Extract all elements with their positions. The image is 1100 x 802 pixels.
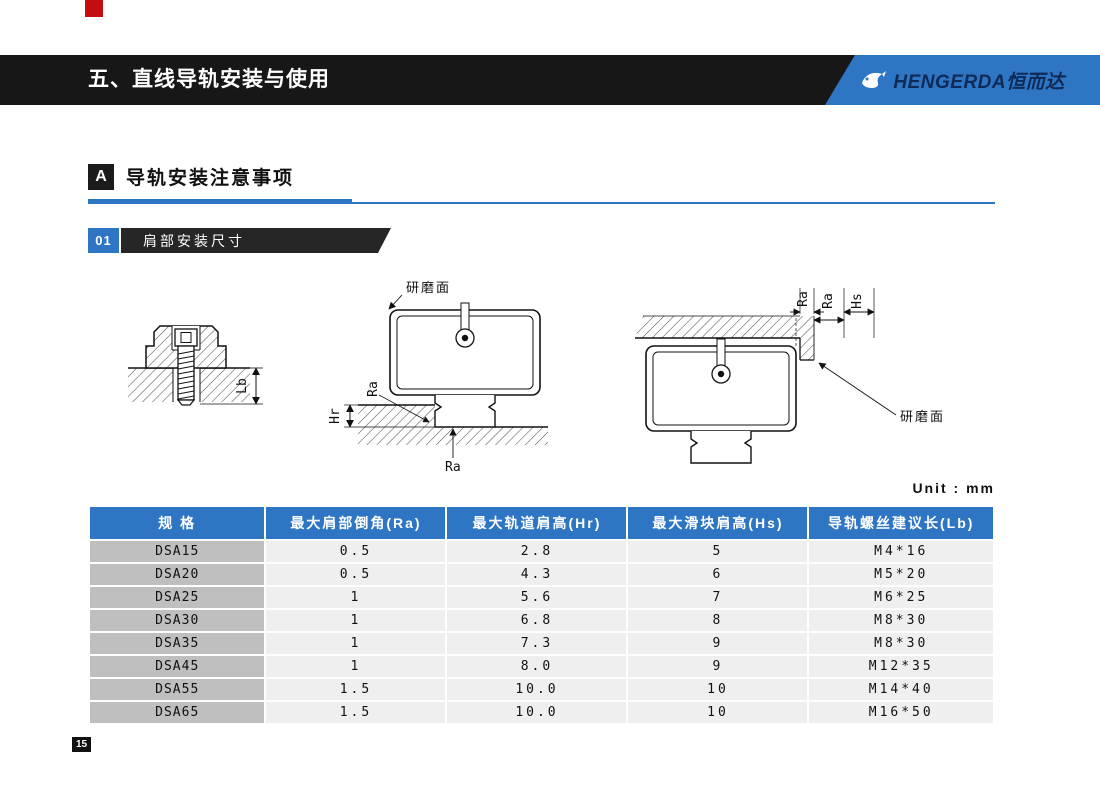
spec-value-cell: 5.6 bbox=[445, 585, 629, 610]
dim-label-hr: Hr bbox=[328, 408, 343, 424]
spec-name-cell: DSA30 bbox=[87, 608, 267, 633]
diagram-rail-shoulder-section: Hr Ra Ra 研磨面 bbox=[328, 280, 548, 475]
brand-fish-icon bbox=[862, 71, 887, 88]
spec-value-cell: M6*25 bbox=[807, 585, 995, 610]
spec-value-cell: 0.5 bbox=[264, 562, 448, 587]
column-header: 最大滑块肩高(Hs) bbox=[626, 505, 810, 541]
diagram-bolt-section: Lb bbox=[128, 325, 263, 406]
dim-label-ra-bottom: Ra bbox=[445, 460, 461, 475]
spec-value-cell: 1 bbox=[264, 654, 448, 679]
spec-name-cell: DSA25 bbox=[87, 585, 267, 610]
column-header: 最大肩部倒角(Ra) bbox=[264, 505, 448, 541]
spec-value-cell: M4*16 bbox=[807, 539, 995, 564]
shoulder-dimension-table: 规 格最大肩部倒角(Ra)最大轨道肩高(Hr)最大滑块肩高(Hs)导轨螺丝建议长… bbox=[87, 505, 995, 725]
label-ground-surface-mid: 研磨面 bbox=[406, 280, 451, 295]
spec-value-cell: 9 bbox=[626, 631, 810, 656]
dim-label-ra-2: Ra bbox=[821, 293, 836, 309]
spec-value-cell: 7.3 bbox=[445, 631, 629, 656]
spec-name-cell: DSA55 bbox=[87, 677, 267, 702]
column-header: 导轨螺丝建议长(Lb) bbox=[807, 505, 995, 541]
section-shoulder-dimensions: 01 肩部安装尺寸 bbox=[88, 228, 391, 253]
spec-value-cell: 0.5 bbox=[264, 539, 448, 564]
chapter-title: 五、直线导轨安装与使用 bbox=[88, 68, 330, 91]
spec-value-cell: 6 bbox=[626, 562, 810, 587]
section-01-badge: 01 bbox=[88, 228, 119, 253]
spec-value-cell: M16*50 bbox=[807, 700, 995, 725]
spec-value-cell: 4.3 bbox=[445, 562, 629, 587]
spec-value-cell: 8 bbox=[626, 608, 810, 633]
installation-diagrams: Lb Hr Ra Ra 研磨面 bbox=[128, 280, 945, 475]
spec-value-cell: 1.5 bbox=[264, 700, 448, 725]
spec-value-cell: 10.0 bbox=[445, 700, 629, 725]
spec-name-cell: DSA45 bbox=[87, 654, 267, 679]
section-01-title: 肩部安装尺寸 bbox=[121, 228, 391, 253]
spec-value-cell: 10.0 bbox=[445, 677, 629, 702]
page-header: 五、直线导轨安装与使用 HENGERDA恒而达 bbox=[0, 55, 1100, 105]
spec-name-cell: DSA65 bbox=[87, 700, 267, 725]
spec-value-cell: M5*20 bbox=[807, 562, 995, 587]
spec-value-cell: 1 bbox=[264, 631, 448, 656]
spec-value-cell: 1.5 bbox=[264, 677, 448, 702]
spec-value-cell: 6.8 bbox=[445, 608, 629, 633]
spec-value-cell: 2.8 bbox=[445, 539, 629, 564]
spec-value-cell: 1 bbox=[264, 608, 448, 633]
spec-name-cell: DSA15 bbox=[87, 539, 267, 564]
rule-thin-segment bbox=[352, 202, 995, 204]
brand-logo-text: HENGERDA恒而达 bbox=[893, 71, 1065, 93]
spec-value-cell: M12*35 bbox=[807, 654, 995, 679]
section-rail-install-notes: A 导轨安装注意事项 bbox=[88, 163, 995, 204]
page-number: 15 bbox=[72, 737, 92, 752]
spec-value-cell: M8*30 bbox=[807, 608, 995, 633]
unit-label: Unit : mm bbox=[912, 480, 995, 496]
spec-value-cell: 9 bbox=[626, 654, 810, 679]
spec-value-cell: 10 bbox=[626, 677, 810, 702]
dim-label-lb: Lb bbox=[235, 378, 250, 394]
dim-label-ra-1: Ra bbox=[796, 291, 811, 307]
spec-name-cell: DSA35 bbox=[87, 631, 267, 656]
rule-thick-segment bbox=[88, 199, 352, 204]
dim-label-ra-corner: Ra bbox=[366, 381, 381, 397]
spec-value-cell: 10 bbox=[626, 700, 810, 725]
spec-value-cell: 7 bbox=[626, 585, 810, 610]
section-a-rule bbox=[88, 199, 995, 204]
label-ground-surface-right: 研磨面 bbox=[900, 409, 945, 424]
spec-value-cell: 1 bbox=[264, 585, 448, 610]
section-a-title: 导轨安装注意事项 bbox=[126, 168, 295, 189]
spec-value-cell: 8.0 bbox=[445, 654, 629, 679]
dim-label-hs: Hs bbox=[850, 293, 865, 309]
diagram-side-mount-section: Ra Ra Hs 研磨面 bbox=[635, 288, 945, 464]
brand-logo-band: HENGERDA恒而达 bbox=[825, 55, 1100, 105]
column-header: 规 格 bbox=[87, 505, 267, 541]
section-a-marker: A bbox=[88, 163, 114, 190]
spec-name-cell: DSA20 bbox=[87, 562, 267, 587]
column-header: 最大轨道肩高(Hr) bbox=[445, 505, 629, 541]
table-header-row: 规 格最大肩部倒角(Ra)最大轨道肩高(Hr)最大滑块肩高(Hs)导轨螺丝建议长… bbox=[87, 505, 995, 541]
corner-red-mark bbox=[85, 0, 103, 17]
spec-value-cell: 5 bbox=[626, 539, 810, 564]
spec-value-cell: M8*30 bbox=[807, 631, 995, 656]
spec-value-cell: M14*40 bbox=[807, 677, 995, 702]
